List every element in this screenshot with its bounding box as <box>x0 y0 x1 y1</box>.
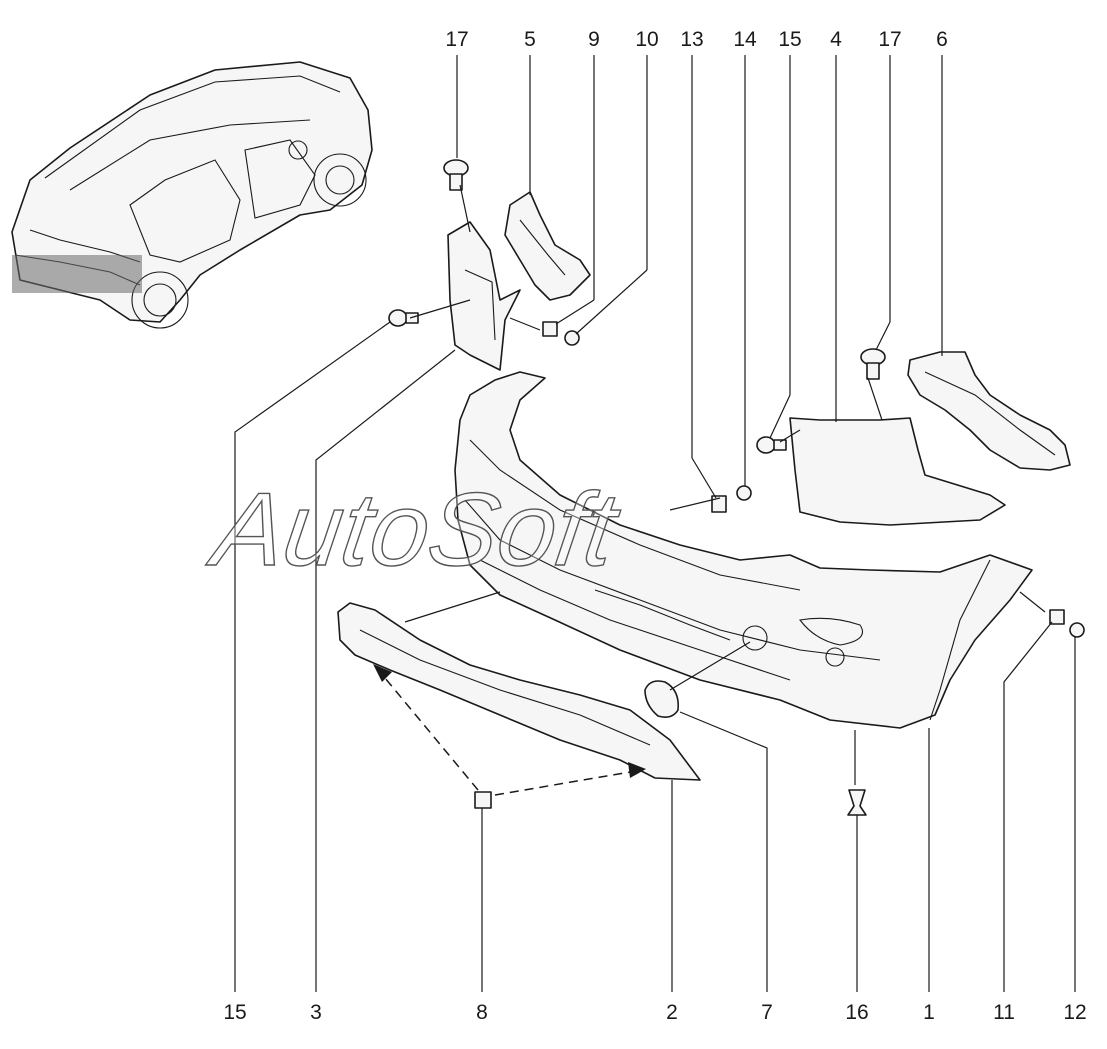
callout-11: 11 <box>993 1001 1015 1024</box>
part-6-absorber <box>907 351 1071 471</box>
part-5-bracket <box>504 191 591 301</box>
part-1-bumper-cover <box>454 371 1033 729</box>
callout-13: 13 <box>680 28 703 51</box>
part-7-tow-hook-cap <box>644 680 680 718</box>
callout-2: 2 <box>666 1001 678 1024</box>
callout-10: 10 <box>635 28 658 51</box>
callout-6: 6 <box>936 28 948 51</box>
watermark-text: AutoSoft <box>201 471 626 587</box>
fastener-13 <box>711 495 727 513</box>
fastener-15-right <box>756 436 787 454</box>
callout-9: 9 <box>588 28 600 51</box>
vehicle-location-thumbnail <box>11 61 373 329</box>
callout-17-top-right: 17 <box>878 28 901 51</box>
callout-3: 3 <box>310 1001 322 1024</box>
callout-17-top-left: 17 <box>445 28 468 51</box>
fastener-10 <box>564 330 580 346</box>
callout-5: 5 <box>524 28 536 51</box>
fastener-15-left <box>388 309 419 327</box>
part-2-lower-spoiler <box>337 602 701 781</box>
fastener-11 <box>1049 609 1065 625</box>
callouts-top: 17 5 9 10 13 14 15 4 17 6 <box>445 28 948 51</box>
part-4-side-trim <box>789 417 1006 526</box>
callout-1: 1 <box>923 1001 935 1024</box>
fastener-8 <box>474 791 492 809</box>
callout-14: 14 <box>733 28 757 51</box>
callouts-bottom: 15 3 8 2 7 16 1 11 12 <box>223 1001 1086 1024</box>
callout-16: 16 <box>845 1001 868 1024</box>
callout-4: 4 <box>830 28 842 51</box>
callout-12: 12 <box>1063 1001 1086 1024</box>
fastener-12 <box>1069 622 1085 638</box>
fastener-17-right <box>860 348 886 380</box>
callout-8: 8 <box>476 1001 488 1024</box>
callout-15-bottom: 15 <box>223 1001 246 1024</box>
fastener-17-left <box>443 159 469 191</box>
part-3-left-bracket <box>447 221 521 371</box>
fastener-14 <box>736 485 752 501</box>
fastener-16 <box>847 789 867 816</box>
callout-15-top: 15 <box>778 28 801 51</box>
fastener-9 <box>542 321 558 337</box>
callout-7: 7 <box>761 1001 773 1024</box>
